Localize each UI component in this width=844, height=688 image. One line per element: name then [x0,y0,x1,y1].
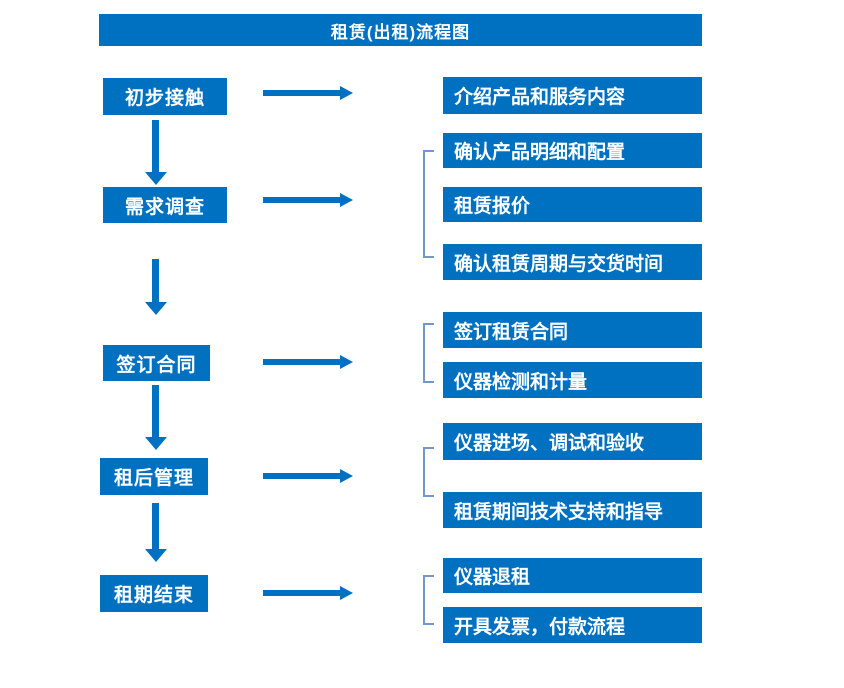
detail-instrument-setup-acceptance: 仪器进场、调试和验收 [443,423,702,460]
right-arrow-icon [263,469,353,483]
detail-invoice-payment-process: 开具发票，付款流程 [443,607,702,643]
page-title: 租赁(出租)流程图 [99,14,702,46]
bracket-connector [423,323,434,383]
detail-instrument-testing-metering: 仪器检测和计量 [443,362,702,398]
bracket-connector [423,575,434,625]
detail-confirm-period-delivery: 确认租赁周期与交货时间 [443,244,702,280]
step-rental-end: 租期结束 [100,575,208,612]
detail-tech-support-during-rental: 租赁期间技术支持和指导 [443,492,702,528]
right-arrow-icon [263,586,353,600]
bracket-connector [423,150,434,258]
right-arrow-icon [263,86,353,100]
step-post-rental-management: 租后管理 [100,458,208,495]
detail-sign-rental-contract: 签订租赁合同 [443,312,702,348]
step-initial-contact: 初步接触 [103,78,227,115]
step-sign-contract: 签订合同 [103,345,210,381]
detail-confirm-product-specs: 确认产品明细和配置 [443,133,702,168]
down-arrow-icon [145,259,167,315]
detail-rental-quotation: 租赁报价 [443,187,702,222]
down-arrow-icon [145,120,167,185]
right-arrow-icon [263,355,353,369]
bracket-connector [423,447,434,497]
detail-instrument-return: 仪器退租 [443,558,702,593]
detail-introduce-products-services: 介绍产品和服务内容 [443,77,702,114]
right-arrow-icon [263,193,353,207]
down-arrow-icon [145,503,167,562]
down-arrow-icon [145,385,167,450]
step-demand-survey: 需求调查 [103,187,227,223]
